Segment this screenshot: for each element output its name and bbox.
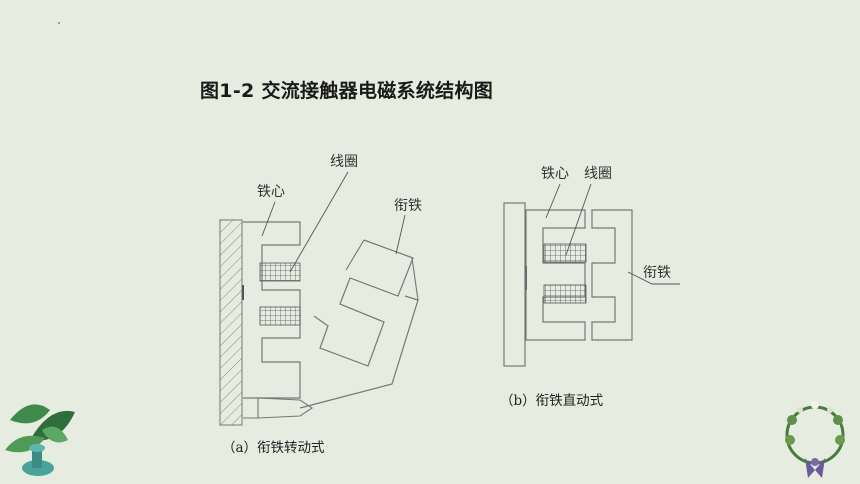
laurel-wreath-icon [785, 401, 845, 478]
diagram-b-armature-leader [627, 271, 680, 285]
diagram-b-armature [591, 209, 633, 341]
decorative-dot [58, 22, 60, 24]
diagram-a-coil-upper [259, 262, 301, 282]
leaf-plant-icon [5, 404, 75, 476]
diagram-b-coil-lower [543, 284, 587, 304]
diagram-a-caption: （a）衔铁转动式 [222, 440, 325, 456]
diagram-b-coil-upper [543, 243, 587, 263]
diagram-a-armature [299, 239, 419, 409]
diagram-b-core-label: 铁心 [541, 166, 569, 182]
diagram-a-core-label: 铁心 [257, 184, 285, 200]
diagram-b-caption: （b）衔铁直动式 [500, 393, 604, 409]
diagram-a-armature-outline [345, 239, 419, 301]
diagram-a-pivot [243, 397, 313, 419]
diagram-a-coil-lower [259, 306, 301, 326]
diagram-b-core-leader [545, 183, 561, 219]
diagram-a-core-leader [261, 201, 276, 237]
diagram-a-armature-leader [395, 214, 406, 255]
diagram-a-coil-label: 线圈 [330, 154, 358, 170]
diagram-b-plate [503, 202, 526, 367]
diagram-b-armature-label: 衔铁 [643, 265, 671, 281]
diagram-a-armature-label: 衔铁 [394, 198, 422, 214]
diagram-b-coil-label: 线圈 [584, 166, 612, 182]
diagram-a-coil-leader [289, 171, 349, 273]
page-title: 图1-2 交流接触器电磁系统结构图 [200, 80, 494, 102]
diagram-b [503, 183, 680, 367]
diagram-a-base [219, 219, 243, 426]
diagram-a [219, 171, 419, 426]
diagram-b-core [525, 209, 586, 341]
diagram-b-coil-leader [565, 183, 592, 256]
